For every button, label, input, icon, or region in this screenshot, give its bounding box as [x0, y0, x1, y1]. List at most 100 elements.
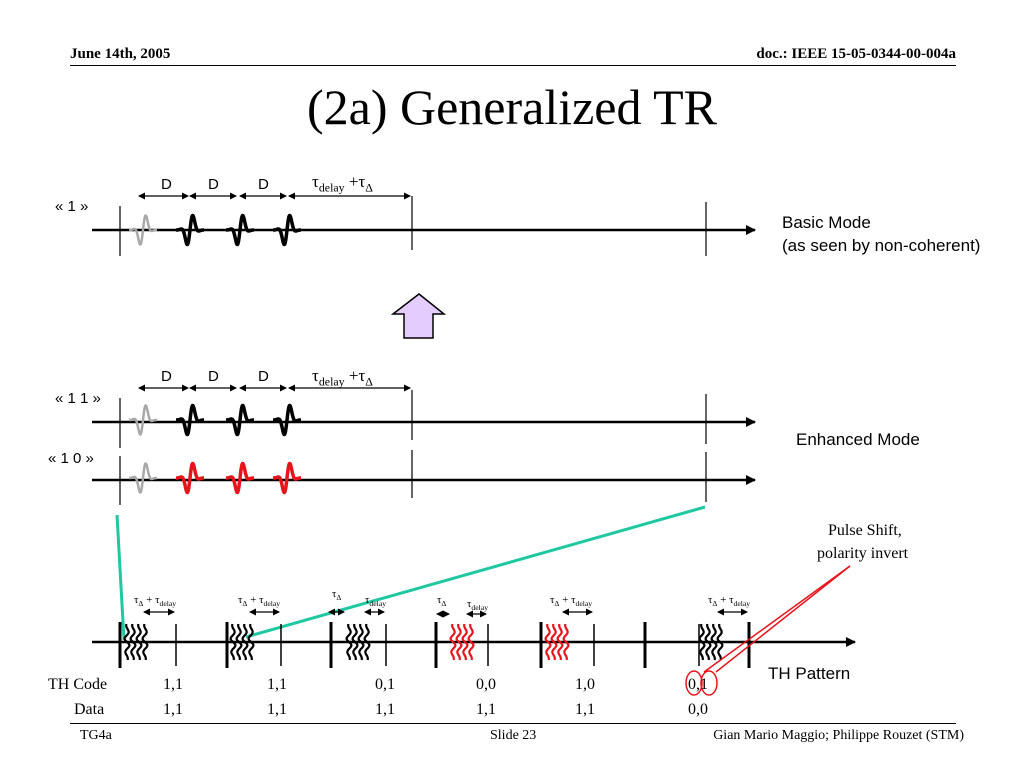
- up-arrow-icon: [390, 293, 447, 339]
- data-value: 1,1: [575, 701, 595, 718]
- pulse-waveform: [128, 462, 158, 494]
- zoom-line-left: [115, 514, 126, 641]
- header-date: June 14th, 2005: [70, 46, 171, 62]
- th-code-value: 0,1: [688, 676, 708, 693]
- th-code-value: 1,0: [575, 676, 595, 693]
- d-label: D: [161, 368, 172, 385]
- data-value: 1,1: [476, 701, 496, 718]
- pulse-waveform: [271, 213, 303, 247]
- pulse-burst: [698, 623, 724, 661]
- pulse-waveform: [174, 461, 206, 495]
- th-pattern-row: [92, 608, 856, 668]
- data-value: 1,1: [375, 701, 395, 718]
- basic-bit-label: « 1 »: [55, 198, 89, 215]
- footer-rule: [70, 723, 956, 724]
- burst-wavelet: [449, 623, 457, 661]
- callout-line: [715, 565, 851, 673]
- footer-left: TG4a: [80, 728, 112, 743]
- burst-wavelet: [467, 623, 475, 661]
- tau-label: τΔ + τdelay: [134, 594, 177, 609]
- pulse-waveform: [224, 213, 256, 247]
- enhanced-bit-label-10: « 1 0 »: [48, 450, 94, 467]
- burst-wavelet: [241, 623, 249, 661]
- data-value: 1,1: [267, 701, 287, 718]
- data-pulse: [271, 403, 303, 437]
- pulse-waveform: [174, 403, 206, 437]
- page-title: (2a) Generalized TR: [307, 79, 717, 135]
- tau-label: τΔ + τdelay: [708, 594, 751, 609]
- tau-delay-label: τdelay +τΔ: [312, 366, 373, 389]
- pulse-burst: [449, 623, 475, 661]
- pulse-waveform: [128, 404, 158, 436]
- d-label: D: [258, 176, 269, 193]
- burst-wavelet: [698, 623, 706, 661]
- zoom-line-right: [245, 505, 706, 639]
- burst-wavelet: [461, 623, 469, 661]
- data-pulse: [174, 403, 206, 437]
- d-label: D: [208, 176, 219, 193]
- burst-wavelet: [229, 623, 237, 661]
- inverted-pulse: [224, 461, 256, 495]
- burst-wavelet: [455, 623, 463, 661]
- highlight-circle: [700, 670, 718, 696]
- burst-wavelet: [141, 623, 149, 661]
- pulse-waveform: [271, 403, 303, 437]
- data-value: 1,1: [163, 701, 183, 718]
- basic-mode-label: Basic Mode: [782, 213, 871, 232]
- reference-pulse: [128, 214, 158, 246]
- tau-delay-text: τdelay +τΔ: [312, 366, 373, 389]
- header-rule: [70, 65, 956, 66]
- data-pulse: [271, 213, 303, 247]
- burst-wavelet: [351, 623, 359, 661]
- th-code-value: 1,1: [267, 676, 287, 693]
- th-pattern-label: TH Pattern: [768, 664, 851, 683]
- enhanced-bit-label-11: « 1 1 »: [55, 390, 101, 407]
- reference-pulse: [128, 462, 158, 494]
- inverted-pulse: [174, 461, 206, 495]
- tau-label: τdelay: [365, 594, 387, 609]
- th-code-value: 0,1: [375, 676, 395, 693]
- d-label: D: [258, 368, 269, 385]
- pulse-burst: [544, 623, 570, 661]
- highlight-circle: [685, 670, 703, 696]
- basic-mode-row: [92, 192, 756, 256]
- pulse-waveform: [271, 461, 303, 495]
- pulse-waveform: [224, 403, 256, 437]
- data-value: 0,0: [688, 701, 708, 718]
- tau-delay-text: τdelay +τΔ: [312, 172, 373, 195]
- burst-wavelet: [123, 623, 131, 661]
- data-pulse: [224, 403, 256, 437]
- pulse-burst: [229, 623, 255, 661]
- footer-slide-number: Slide 23: [490, 728, 537, 743]
- burst-wavelet: [235, 623, 243, 661]
- d-label: D: [208, 368, 219, 385]
- burst-wavelet: [556, 623, 564, 661]
- pulse-waveform: [128, 214, 158, 246]
- basic-mode-sublabel: (as seen by non-coherent): [782, 236, 981, 255]
- tau-label: τΔ: [437, 594, 447, 609]
- th-code-value: 1,1: [163, 676, 183, 693]
- burst-wavelet: [357, 623, 365, 661]
- footer-authors: Gian Mario Maggio; Philippe Rouzet (STM): [713, 728, 964, 743]
- burst-wavelet: [135, 623, 143, 661]
- data-label: Data: [74, 701, 105, 718]
- th-code-label: TH Code: [48, 676, 108, 693]
- burst-wavelet: [544, 623, 552, 661]
- burst-wavelet: [562, 623, 570, 661]
- tau-delay-label: τdelay +τΔ: [312, 172, 373, 195]
- burst-wavelet: [363, 623, 371, 661]
- enhanced-mode-label: Enhanced Mode: [796, 430, 920, 449]
- enhanced-mode-row-11: [92, 384, 756, 448]
- pulse-waveform: [224, 461, 256, 495]
- tau-label: τΔ + τdelay: [238, 594, 281, 609]
- burst-wavelet: [550, 623, 558, 661]
- header-doc-id: doc.: IEEE 15-05-0344-00-004a: [756, 46, 956, 62]
- annotation-line1: Pulse Shift,: [828, 522, 902, 539]
- burst-wavelet: [704, 623, 712, 661]
- burst-wavelet: [716, 623, 724, 661]
- reference-pulse: [128, 404, 158, 436]
- data-pulse: [224, 213, 256, 247]
- d-label: D: [161, 176, 172, 193]
- tau-label: τdelay: [467, 598, 489, 613]
